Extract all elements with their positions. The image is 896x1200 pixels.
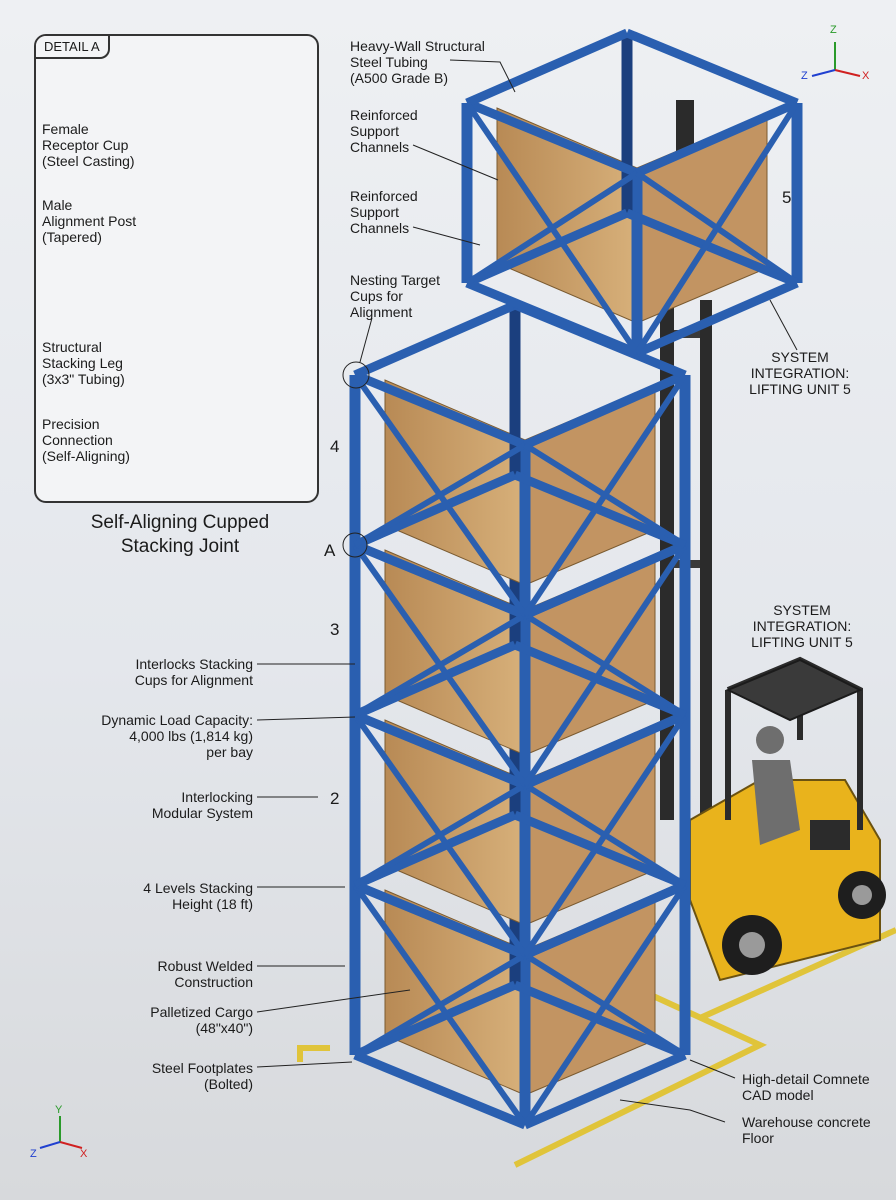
- bay-3-base-rail: [523, 710, 687, 790]
- bay-5-base-rail: [635, 278, 799, 358]
- bay-1-base-rail: [353, 980, 517, 1060]
- bay-1-base-rail: [523, 1050, 687, 1130]
- axis-label-x-bottom: X: [80, 1148, 88, 1160]
- label-palletized-cargo: Palletized Cargo(48"x40"): [150, 1004, 253, 1036]
- bay-2-base-rail: [513, 810, 687, 890]
- bay-4-brace: [523, 442, 687, 548]
- detail-title-line1: Self-Aligning Cupped: [90, 512, 270, 533]
- axis-label-z-top: Z: [830, 24, 837, 36]
- bay-1-base-rail: [513, 980, 687, 1060]
- bay-4-brace: [352, 373, 528, 617]
- bay-5-base-rail: [465, 208, 629, 288]
- bay-3-base-rail: [353, 640, 517, 720]
- bay-3-brace: [523, 612, 687, 718]
- bay-5-top-rail: [465, 98, 639, 178]
- detail-title-line2: Stacking Joint: [120, 536, 240, 557]
- detail-a-title: Self-Aligning Cupped Stacking Joint: [50, 511, 310, 559]
- bay-3-base-rail: [513, 640, 687, 720]
- bay-5-top-rail: [465, 28, 629, 108]
- bay-2-base-rail: [353, 880, 527, 960]
- bay-4-base-rail: [353, 470, 517, 550]
- detail-a-panel: DETAIL A: [34, 34, 319, 503]
- level-number-3: 3: [330, 620, 340, 639]
- detail-marker-a: A: [324, 541, 336, 560]
- bay-5-base-rail: [625, 208, 799, 288]
- bay-4-top-rail: [353, 370, 527, 450]
- detail-a-tag: DETAIL A: [36, 36, 110, 59]
- bay-2-base-rail: [523, 880, 687, 960]
- lifted-rack-unit: [461, 28, 803, 358]
- forklift: [660, 100, 886, 982]
- axis-label-z-bottom: Z: [30, 1148, 37, 1160]
- bay-2-brace: [523, 782, 687, 888]
- bay-4-top-rail: [523, 370, 687, 450]
- level-number-2: 2: [330, 789, 340, 808]
- bay-2-brace: [352, 713, 528, 957]
- bay-4-base-rail: [513, 470, 687, 550]
- label-steel-footplates: Steel Footplates(Bolted): [151, 1060, 253, 1092]
- axis-label-y-bottom: Y: [55, 1104, 63, 1116]
- rack-stack: [349, 300, 691, 1130]
- bay-1-brace: [523, 952, 687, 1058]
- bay-3-base-rail: [353, 710, 527, 790]
- bay-5-brace: [635, 170, 799, 286]
- bay-4-base-rail: [353, 540, 527, 620]
- axis-triad-bottom: [39, 1116, 83, 1149]
- bay-5-top-rail: [635, 98, 799, 178]
- bay-5-base-rail: [465, 278, 639, 358]
- label-load-capacity: Dynamic Load Capacity:4,000 lbs (1,814 k…: [101, 712, 253, 760]
- level-number-5: 5: [782, 188, 792, 207]
- bay-4-top-rail: [353, 300, 517, 380]
- bay-4-base-rail: [523, 540, 687, 620]
- level-number-4: 4: [330, 437, 340, 456]
- bay-2-base-rail: [353, 810, 517, 890]
- axis-triad-top: [811, 42, 861, 77]
- axis-label-z2-top: Z: [801, 70, 808, 82]
- axis-label-x-top: X: [862, 70, 870, 82]
- bay-5-brace: [464, 101, 640, 355]
- bay-1-brace: [352, 883, 528, 1127]
- bay-1-base-rail: [353, 1050, 527, 1130]
- bay-5-top-rail: [625, 28, 799, 108]
- bay-3-brace: [352, 543, 528, 787]
